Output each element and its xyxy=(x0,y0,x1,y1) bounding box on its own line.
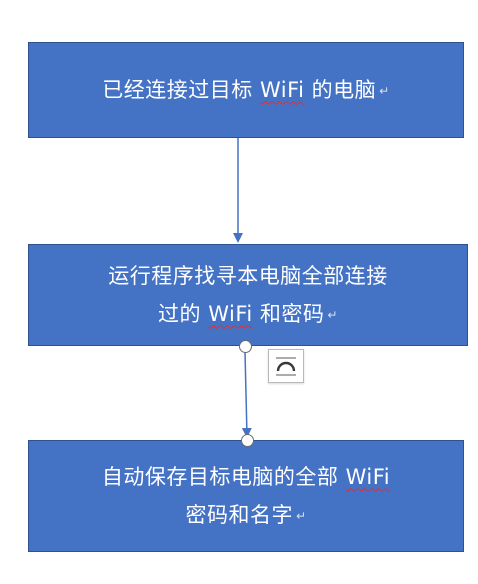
step-3-text-part-1: 自动保存目标电脑的全部 xyxy=(101,464,346,489)
step-3-line-2: 密码和名字↵ xyxy=(102,496,390,535)
step-2-text-part-1: 过的 xyxy=(158,301,209,326)
step-2-line-2: 过的 WiFi 和密码↵ xyxy=(108,295,388,334)
step-1-text-part-1: 已经连接过目标 xyxy=(102,77,260,102)
step-2-text-part-3: 和密码 xyxy=(252,301,325,326)
step-1-text-part-3: 的电脑 xyxy=(304,77,377,102)
paragraph-mark-icon: ↵ xyxy=(295,508,307,523)
layout-options-button[interactable] xyxy=(268,349,304,383)
layout-options-icon xyxy=(276,357,296,376)
step-1-text: 已经连接过目标 WiFi 的电脑↵ xyxy=(82,71,409,110)
step-2-line-1: 运行程序找寻本电脑全部连接 xyxy=(108,263,388,288)
step-2-text: 运行程序找寻本电脑全部连接 过的 WiFi 和密码↵ xyxy=(88,257,408,334)
step-3-wifi-word: WiFi xyxy=(345,464,391,489)
step-2-wifi-word: WiFi xyxy=(208,301,253,326)
step-3-line-1: 自动保存目标电脑的全部 WiFi xyxy=(102,458,390,496)
step-2-box[interactable]: 运行程序找寻本电脑全部连接 过的 WiFi 和密码↵ xyxy=(28,244,468,346)
step-1-wifi-word: WiFi xyxy=(259,77,305,102)
step-3-text: 自动保存目标电脑的全部 WiFi 密码和名字↵ xyxy=(82,458,410,535)
connector-end-handle[interactable] xyxy=(241,434,254,447)
step-1-box[interactable]: 已经连接过目标 WiFi 的电脑↵ xyxy=(28,42,464,138)
arrow-step2-to-step3[interactable] xyxy=(241,351,252,438)
paragraph-mark-icon: ↵ xyxy=(327,307,338,322)
connector-start-handle[interactable] xyxy=(239,340,252,353)
step-3-text-part-2: 密码和名字 xyxy=(185,502,293,527)
paragraph-mark-icon: ↵ xyxy=(379,83,390,98)
step-3-box[interactable]: 自动保存目标电脑的全部 WiFi 密码和名字↵ xyxy=(28,440,464,552)
